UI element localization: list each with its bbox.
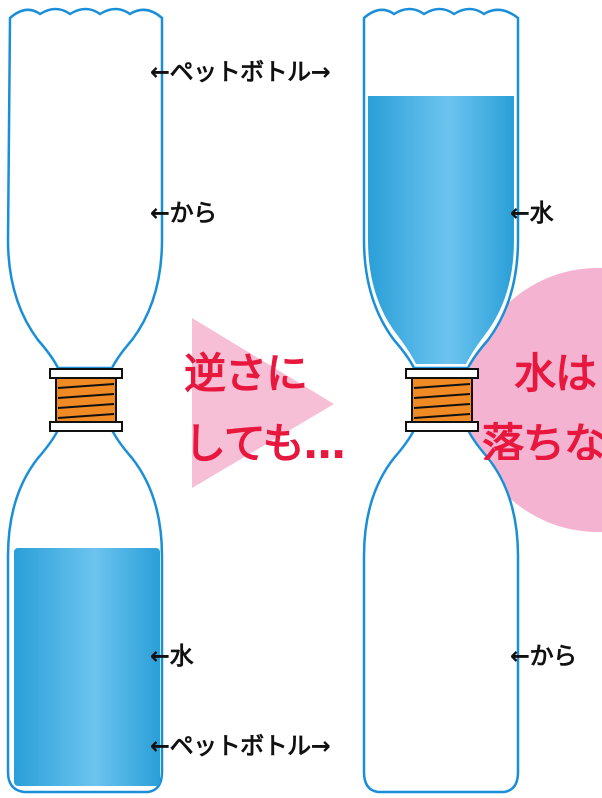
left-top-empty-label: ←から	[150, 199, 217, 227]
right-text-clip: 水は 落ちな	[480, 340, 602, 460]
left-water	[14, 548, 160, 786]
right-bottle	[362, 7, 520, 794]
right-top-water-label: ←水	[510, 199, 554, 227]
left-bottom-water-label: ←水	[150, 642, 194, 670]
pink-arrow	[192, 318, 334, 488]
left-bottle	[6, 7, 164, 794]
right-bottom-empty-label: ←から	[510, 642, 577, 670]
left-bottom-bottle-label: ←ペットボトル→	[150, 732, 331, 760]
right-cap-flange-bottom	[405, 421, 479, 432]
right-bottom-bottle	[362, 428, 520, 794]
middle-text-line2: しても…	[184, 419, 346, 468]
left-cap-flange-top	[49, 368, 123, 379]
right-text-line1: 水は	[514, 349, 597, 398]
right-cap-flange-top	[405, 368, 479, 379]
left-top-bottle-label: ←ペットボトル→	[150, 58, 331, 86]
left-cap-flange-bottom	[49, 421, 123, 432]
left-top-bottle	[6, 7, 164, 370]
right-text-line2: 落ちな	[482, 419, 602, 460]
pink-circle	[466, 268, 602, 532]
right-water	[368, 96, 514, 364]
middle-text-line1: 逆さに	[184, 349, 308, 398]
